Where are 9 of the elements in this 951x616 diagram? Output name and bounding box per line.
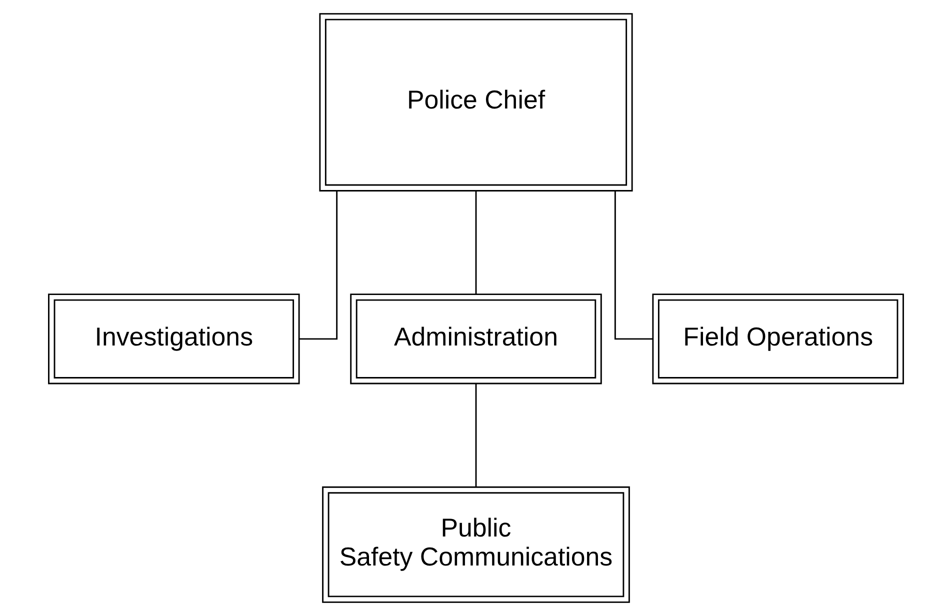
node-box: Administration (350, 294, 602, 384)
connector (474, 191, 476, 294)
connector (298, 191, 338, 340)
node-box: Field Operations (652, 294, 904, 384)
node-box: Public Safety Communications (322, 486, 630, 603)
node-box: Police Chief (318, 13, 632, 192)
node-box: Investigations (48, 294, 300, 384)
connector (614, 191, 652, 340)
connector (474, 384, 476, 487)
